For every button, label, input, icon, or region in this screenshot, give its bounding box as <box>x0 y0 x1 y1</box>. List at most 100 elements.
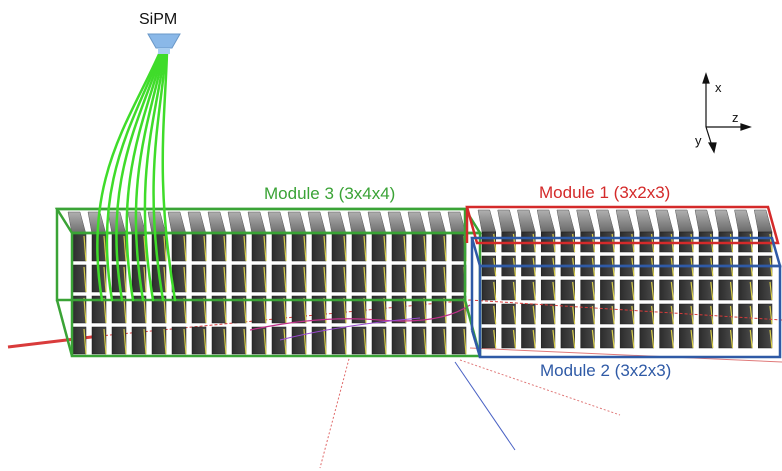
crystal-wrap <box>123 328 127 355</box>
crystal-wrap <box>532 281 536 301</box>
crystal-face <box>540 279 556 301</box>
crystal-face <box>111 326 127 355</box>
crystal-wrap <box>403 328 407 355</box>
crystal-top <box>387 211 407 235</box>
crystal-wrap <box>611 281 615 301</box>
crystal-wrap <box>383 235 387 262</box>
crystal-top <box>734 209 753 233</box>
crystal-face <box>351 264 367 293</box>
crystal-wrap <box>243 235 247 262</box>
crystal-wrap <box>103 297 107 324</box>
shower-track <box>249 304 471 331</box>
crystal-face <box>231 326 247 355</box>
crystal-wrap <box>83 235 87 262</box>
crystal-face <box>371 264 387 293</box>
crystal-top <box>207 211 227 235</box>
crystal-face <box>501 279 516 301</box>
crystal-face <box>521 279 536 301</box>
crystal-wrap <box>83 297 87 324</box>
crystal-top <box>536 209 556 233</box>
crystal-top <box>447 211 467 235</box>
crystal-wrap <box>303 235 307 262</box>
crystal-wrap <box>729 329 734 349</box>
crystal-face <box>231 295 247 324</box>
crystal-wrap <box>263 297 267 324</box>
crystal-wrap <box>283 328 287 355</box>
crystal-face <box>451 326 467 355</box>
crystal-face <box>171 295 187 324</box>
crystal-wrap <box>243 297 247 324</box>
crystal-top <box>655 209 674 233</box>
crystal-wrap <box>383 328 387 355</box>
crystal-face <box>580 327 595 349</box>
crystal-wrap <box>443 235 447 262</box>
optical-fiber <box>152 50 168 302</box>
crystal-wrap <box>183 328 187 355</box>
crystal-face <box>151 295 167 324</box>
crystal-face <box>560 279 575 301</box>
crystal-face <box>331 295 347 324</box>
crystal-face <box>738 279 753 301</box>
crystal-face <box>251 295 267 324</box>
crystal-face <box>371 326 387 355</box>
crystal-top <box>675 209 694 233</box>
crystal-top <box>615 209 635 233</box>
crystal-top <box>227 211 247 235</box>
crystal-wrap <box>183 266 187 293</box>
crystal-face <box>251 264 267 293</box>
crystal-top <box>477 209 497 233</box>
crystal-top <box>427 211 447 235</box>
crystal-wrap <box>263 328 267 355</box>
track-red-5 <box>469 347 782 363</box>
crystal-wrap <box>749 329 753 349</box>
crystal-wrap <box>323 328 327 355</box>
crystal-wrap <box>591 305 595 325</box>
crystal-wrap <box>591 329 595 349</box>
crystal-face <box>501 303 516 325</box>
crystal-top <box>694 209 714 233</box>
optical-fiber <box>96 50 162 302</box>
crystal-face <box>411 295 427 324</box>
crystal-top <box>247 211 267 235</box>
crystal-wrap <box>670 305 674 325</box>
crystal-face <box>758 279 773 301</box>
crystal-wrap <box>423 266 427 293</box>
crystal-face <box>481 279 496 301</box>
crystal-face <box>580 279 595 301</box>
crystal-wrap <box>552 305 556 325</box>
crystal-face <box>91 295 107 324</box>
module3-label: Module 3 (3x4x4) <box>264 184 396 203</box>
crystal-wrap <box>363 235 367 262</box>
crystal-wrap <box>729 281 734 301</box>
crystal-face <box>211 295 227 324</box>
crystal-wrap <box>532 329 536 349</box>
crystal-wrap <box>729 305 734 325</box>
crystal-face <box>718 279 733 301</box>
crystal-wrap <box>203 235 207 262</box>
crystal-wrap <box>383 297 387 324</box>
crystal-face <box>540 303 556 325</box>
module3-crystal-array <box>67 211 467 355</box>
crystal-face <box>560 327 575 349</box>
crystal-wrap <box>690 305 694 325</box>
crystal-wrap <box>403 235 407 262</box>
crystal-face <box>679 279 694 301</box>
crystal-wrap <box>343 266 347 293</box>
crystal-face <box>391 295 407 324</box>
crystal-wrap <box>493 281 497 301</box>
crystal-wrap <box>203 266 207 293</box>
crystal-face <box>391 264 407 293</box>
axis-triad-icon <box>702 72 752 154</box>
crystal-wrap <box>143 266 147 293</box>
crystal-wrap <box>143 328 147 355</box>
crystal-top <box>287 211 307 235</box>
crystal-face <box>619 327 635 349</box>
crystal-top <box>167 211 187 235</box>
crystal-wrap <box>223 328 227 355</box>
crystal-face <box>311 295 327 324</box>
crystal-top <box>714 209 733 233</box>
crystal-wrap <box>323 235 327 262</box>
crystal-face <box>191 264 207 293</box>
crystal-wrap <box>591 281 595 301</box>
module1-label: Module 1 (3x2x3) <box>539 183 671 202</box>
